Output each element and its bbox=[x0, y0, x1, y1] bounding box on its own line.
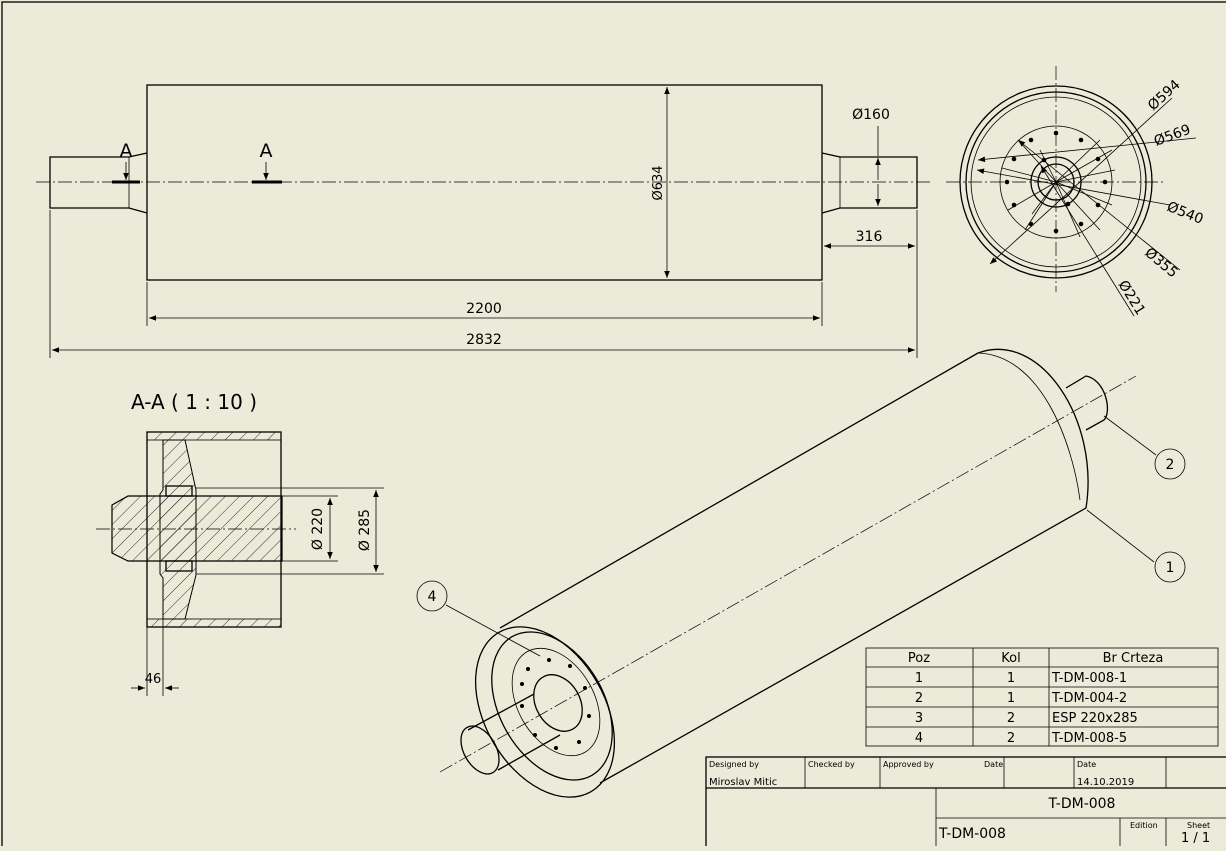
dim-drum-diameter: Ø634 bbox=[651, 165, 666, 200]
designed-by-label: Designed by bbox=[709, 760, 759, 769]
dim-d221: Ø221 bbox=[1115, 278, 1149, 318]
dim-total-length: 2832 bbox=[466, 332, 502, 348]
parts-header-drawing: Br Crteza bbox=[1103, 651, 1164, 666]
dim-d594: Ø594 bbox=[1145, 77, 1184, 114]
dim-d220: Ø 220 bbox=[310, 508, 326, 550]
dim-d285: Ø 285 bbox=[357, 509, 373, 551]
parts-cell: 1 bbox=[915, 671, 923, 686]
section-mark-left: A bbox=[120, 140, 133, 162]
parts-header-kol: Kol bbox=[1001, 651, 1020, 666]
end-view: Ø594 Ø569 Ø540 Ø355 Ø221 bbox=[946, 66, 1205, 318]
isometric-view: 2 1 4 bbox=[416, 348, 1186, 798]
drum-body bbox=[146, 84, 823, 281]
section-view: A-A ( 1 : 10 ) Ø 220 Ø 285 46 bbox=[96, 390, 384, 696]
date-label-2: Date bbox=[1077, 760, 1096, 769]
date-label-1: Date bbox=[984, 760, 1003, 769]
balloon-4: 4 bbox=[428, 589, 437, 605]
dim-shaft-length: 316 bbox=[856, 229, 883, 245]
parts-cell: 1 bbox=[1007, 671, 1015, 686]
right-shaft bbox=[821, 152, 918, 214]
dim-shaft-diameter: Ø160 bbox=[852, 107, 890, 123]
approved-by-label: Approved by bbox=[883, 760, 934, 769]
parts-header-poz: Poz bbox=[908, 651, 930, 666]
balloon-1: 1 bbox=[1166, 560, 1175, 576]
section-mark-right: A bbox=[260, 140, 273, 162]
parts-cell: 2 bbox=[1007, 711, 1015, 726]
left-shaft bbox=[49, 152, 148, 214]
dim-d355: Ø355 bbox=[1141, 245, 1180, 282]
drawing-number: T-DM-008 bbox=[938, 826, 1006, 842]
checked-by-label: Checked by bbox=[808, 760, 855, 769]
parts-cell: T-DM-004-2 bbox=[1051, 691, 1127, 706]
parts-cell: 4 bbox=[915, 731, 923, 746]
balloon-2: 2 bbox=[1166, 457, 1175, 473]
section-title: A-A ( 1 : 10 ) bbox=[131, 390, 257, 414]
parts-cell: 3 bbox=[915, 711, 923, 726]
dim-d540: Ø540 bbox=[1165, 199, 1206, 228]
parts-cell: T-DM-008-5 bbox=[1051, 731, 1127, 746]
parts-list: Poz Kol Br Crteza 1 1 T-DM-008-1 2 1 T-D… bbox=[865, 647, 1219, 747]
sheet-label: Sheet bbox=[1187, 821, 1210, 830]
sheet-value: 1 / 1 bbox=[1181, 831, 1210, 846]
parts-cell: 2 bbox=[915, 691, 923, 706]
front-view: A A Ø634 Ø160 316 2200 2832 bbox=[36, 84, 932, 358]
parts-cell: 2 bbox=[1007, 731, 1015, 746]
dim-drum-length: 2200 bbox=[466, 301, 502, 317]
dim-d569: Ø569 bbox=[1152, 122, 1193, 150]
title-block: Designed by Miroslav Mitic Checked by Ap… bbox=[705, 756, 1226, 851]
date-value: 14.10.2019 bbox=[1077, 777, 1134, 788]
parts-cell: 1 bbox=[1007, 691, 1015, 706]
drawing-title: T-DM-008 bbox=[1048, 796, 1116, 812]
designed-by-value: Miroslav Mitic bbox=[709, 777, 777, 788]
parts-cell: ESP 220x285 bbox=[1052, 711, 1138, 726]
parts-cell: T-DM-008-1 bbox=[1051, 671, 1127, 686]
edition-label: Edition bbox=[1130, 821, 1158, 830]
dim-width: 46 bbox=[145, 672, 162, 687]
